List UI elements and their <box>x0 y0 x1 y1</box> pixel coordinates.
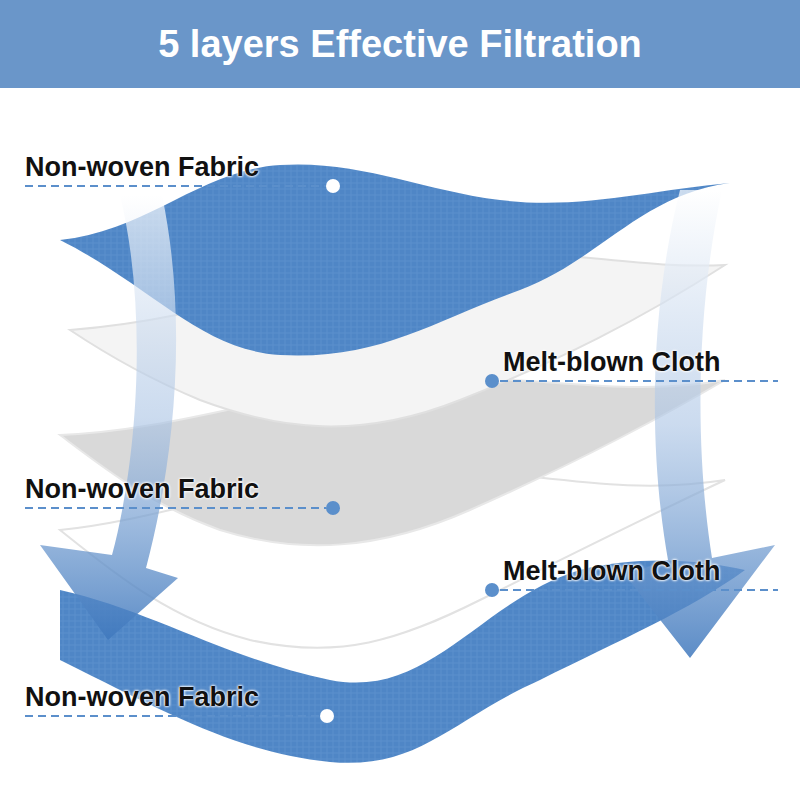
leader-dot <box>320 709 334 723</box>
leader-dot <box>485 374 499 388</box>
leader-lines <box>25 186 778 716</box>
layer-label: Non-woven Fabric <box>25 474 259 505</box>
layer-label: Non-woven Fabric <box>25 152 259 183</box>
leader-dot <box>326 501 340 515</box>
title-band <box>0 0 800 88</box>
flow-arrow <box>625 190 775 658</box>
flow-arrow <box>40 195 178 640</box>
layer-label: Non-woven Fabric <box>25 682 259 713</box>
layer-label: Melt-blown Cloth <box>503 556 720 587</box>
leader-dot <box>326 179 340 193</box>
title: 5 layers Effective Filtration <box>0 0 800 88</box>
layer-label: Melt-blown Cloth <box>503 347 720 378</box>
leader-dot <box>485 583 499 597</box>
